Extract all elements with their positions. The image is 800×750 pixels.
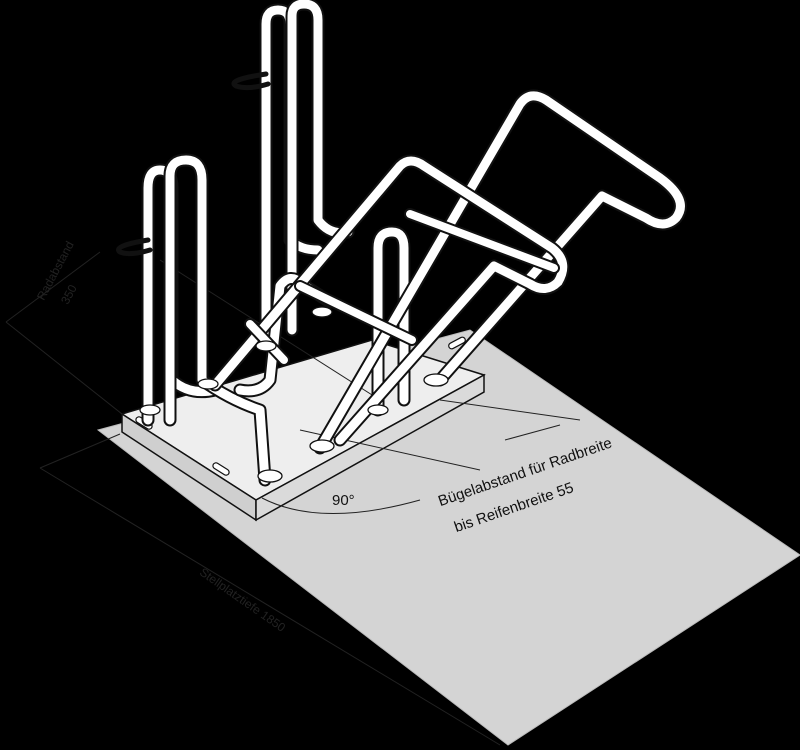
front-frame-lower bbox=[208, 154, 570, 447]
rear-hoop bbox=[259, 0, 355, 352]
base-plate-front bbox=[255, 373, 485, 522]
rack-tubes bbox=[116, 0, 687, 487]
base-slot-mid bbox=[212, 462, 230, 476]
dimension-lines bbox=[5, 251, 581, 746]
left-hoop bbox=[141, 153, 272, 487]
foot-plates bbox=[139, 306, 449, 483]
side-handles bbox=[116, 71, 271, 257]
angle-label: 90° bbox=[332, 492, 355, 509]
base-slot-right bbox=[448, 336, 466, 350]
cross-bars bbox=[244, 208, 560, 366]
front-frame-upper bbox=[313, 89, 687, 455]
